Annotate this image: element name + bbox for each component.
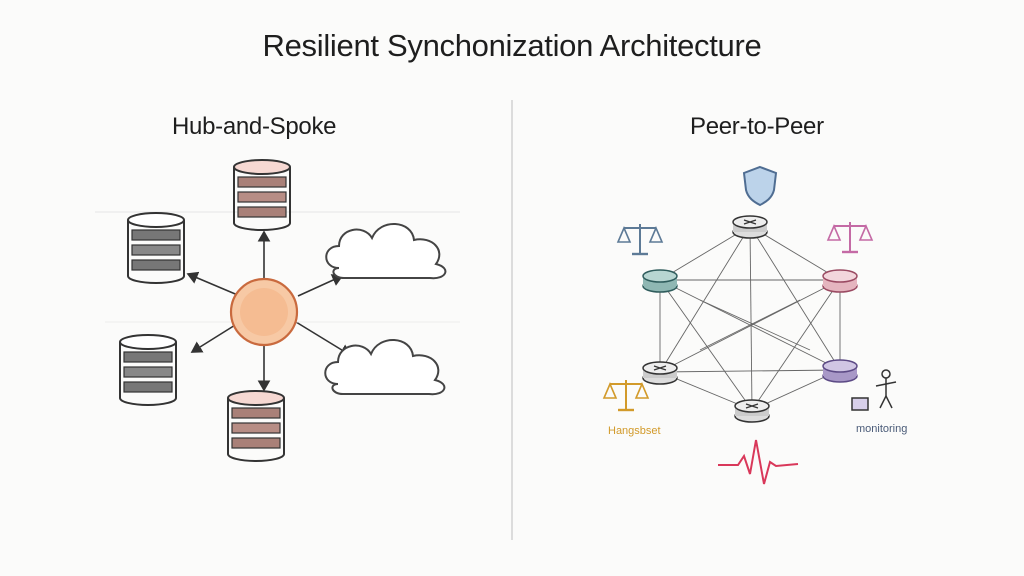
node-caption-left: Hangsbset (608, 425, 661, 437)
peer-node (822, 359, 858, 383)
hub-spoke-diagram (95, 159, 460, 462)
scale-icon (616, 222, 664, 256)
cloud-icon (324, 338, 446, 396)
peer-to-peer-title: Peer-to-Peer (690, 113, 824, 140)
peer-node (734, 399, 770, 423)
peer-node (732, 215, 768, 239)
database-icon (227, 390, 285, 462)
peer-node (642, 269, 678, 293)
person-icon (851, 369, 897, 411)
scale-icon (602, 378, 650, 412)
peer-to-peer-diagram (659, 225, 841, 411)
shield-icon (742, 165, 778, 207)
scale-icon (826, 220, 874, 254)
peer-node (822, 269, 858, 293)
database-icon (119, 334, 177, 406)
peer-node (642, 361, 678, 385)
panel-divider (511, 100, 513, 540)
database-icon (233, 159, 291, 231)
heartbeat-icon (718, 439, 799, 485)
hub-and-spoke-title: Hub-and-Spoke (172, 113, 337, 140)
cloud-icon (325, 222, 447, 280)
node-caption-right: monitoring (856, 423, 908, 435)
database-icon (127, 212, 185, 284)
page-title: Resilient Synchonization Architecture (262, 28, 762, 63)
